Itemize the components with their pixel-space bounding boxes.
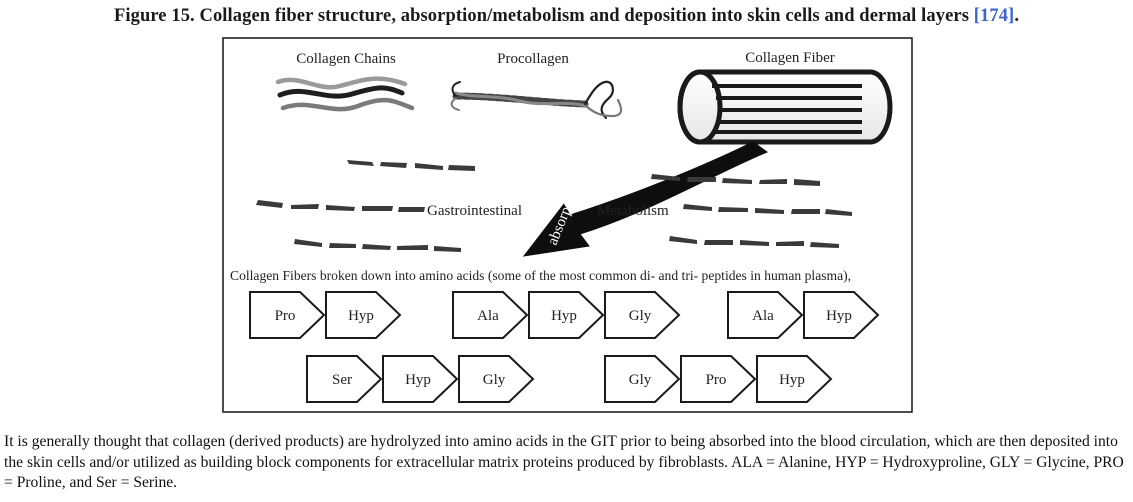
- absorption-arrow: [522, 141, 769, 257]
- amino-acid-shape: [306, 355, 383, 403]
- amino-acid-shape: [727, 291, 804, 339]
- amino-acid-shape: [604, 291, 681, 339]
- collagen-fiber-label: Collagen Fiber: [745, 50, 835, 66]
- amino-acid-label: Gly: [629, 372, 652, 388]
- amino-acid-shape: [803, 291, 880, 339]
- body-paragraph: It is generally thought that collagen (d…: [4, 433, 1124, 491]
- metabolism-label: Metabolism: [597, 203, 669, 219]
- amino-acid-label: Ser: [332, 372, 352, 388]
- amino-acid-shape: [325, 291, 402, 339]
- amino-acid-label: Pro: [706, 372, 727, 388]
- amino-acid-shape: [458, 355, 535, 403]
- amino-acid-label: Hyp: [551, 308, 577, 324]
- peptide-chain: Ala Hyp: [727, 291, 880, 339]
- peptide-chain: Ala Hyp Gly: [452, 291, 681, 339]
- amino-acid-shape: [528, 291, 605, 339]
- amino-acid-label: Hyp: [405, 372, 431, 388]
- amino-acid-label: Hyp: [826, 308, 852, 324]
- amino-acid-shape: [680, 355, 757, 403]
- breakdown-label: Collagen Fibers broken down into amino a…: [230, 268, 851, 284]
- collagen-fiber-cylinder: [677, 69, 893, 145]
- caption-text: Figure 15. Collagen fiber structure, abs…: [113, 6, 974, 26]
- figure-caption: Figure 15. Collagen fiber structure, abs…: [0, 6, 1133, 27]
- peptide-chain: Ser Hyp Gly: [306, 355, 535, 403]
- amino-acid-shape: [604, 355, 681, 403]
- fiber-fragments: [256, 160, 852, 252]
- caption-end: .: [1014, 6, 1020, 26]
- amino-acid-shape: [756, 355, 833, 403]
- amino-acid-label: Ala: [477, 308, 499, 324]
- collagen-chains-drawing: [275, 76, 415, 112]
- peptide-chain: Gly Pro Hyp: [604, 355, 833, 403]
- amino-acid-shape: [452, 291, 529, 339]
- procollagen-drawing: [450, 80, 623, 120]
- amino-acid-label: Ala: [752, 308, 774, 324]
- caption-reference-link[interactable]: [174]: [973, 6, 1015, 26]
- amino-acid-label: Gly: [629, 308, 652, 324]
- collagen-chains-label: Collagen Chains: [296, 51, 396, 67]
- amino-acid-label: Hyp: [779, 372, 805, 388]
- gastrointestinal-label: Gastrointestinal: [427, 203, 522, 219]
- amino-acid-shape: [249, 291, 326, 339]
- peptide-chain: Pro Hyp: [249, 291, 402, 339]
- amino-acid-shape: [382, 355, 459, 403]
- amino-acid-label: Pro: [275, 308, 296, 324]
- amino-acid-label: Gly: [483, 372, 506, 388]
- procollagen-label: Procollagen: [497, 51, 569, 67]
- amino-acid-label: Hyp: [348, 308, 374, 324]
